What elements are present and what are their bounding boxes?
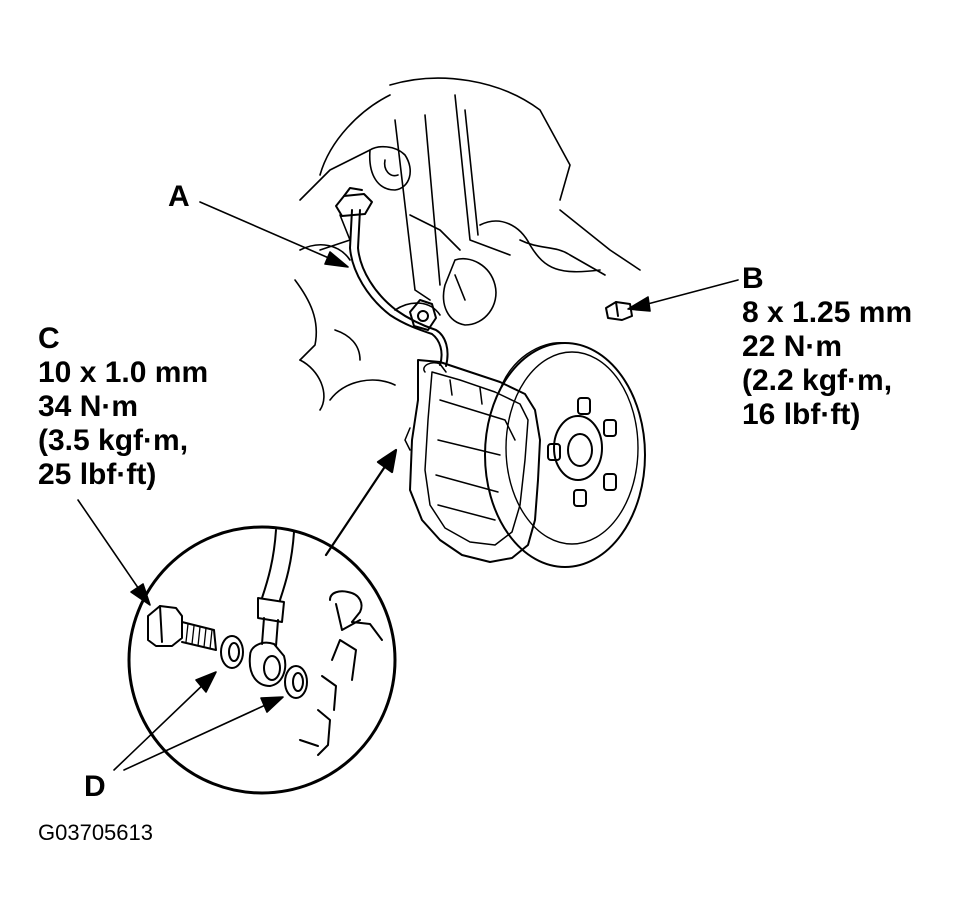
leader-to-detail	[324, 448, 398, 557]
callout-b-thread-spec: 8 x 1.25 mm	[742, 296, 913, 329]
figure-code: G03705613	[38, 820, 153, 845]
leader-a	[199, 201, 349, 268]
callout-c-torque-nm: 34 N·m	[38, 390, 139, 423]
callout-a-label: A	[168, 180, 190, 213]
callout-c-block: C 10 x 1.0 mm 34 N·m (3.5 kgf·m, 25 lbf·…	[38, 322, 208, 492]
callout-b-torque-lbf: 16 lbf·ft)	[742, 398, 861, 431]
detail-circle	[127, 525, 397, 795]
hose-banjo-fitting	[248, 529, 295, 687]
brake-rotor	[484, 342, 646, 568]
brake-caliper	[404, 359, 541, 563]
callout-d-label: D	[84, 770, 106, 803]
banjo-bolt	[147, 605, 217, 651]
sealing-washer	[284, 665, 308, 699]
callout-c-torque-kgf: (3.5 kgf·m,	[38, 424, 189, 457]
callout-c-letter: C	[38, 322, 60, 355]
wheel-stud	[577, 397, 591, 415]
callout-c-torque-lbf: 25 lbf·ft)	[38, 458, 157, 491]
callout-c-thread-spec: 10 x 1.0 mm	[38, 356, 209, 389]
brake-hose	[335, 187, 449, 367]
callout-b-torque-nm: 22 N·m	[742, 330, 843, 363]
wheel-stud	[573, 489, 587, 507]
bolt-b	[605, 301, 633, 321]
callout-b-letter: B	[742, 262, 764, 295]
wheel-stud	[603, 419, 617, 437]
suspension-structure	[294, 77, 641, 411]
leader-d	[113, 671, 284, 771]
caliper-detail	[299, 590, 383, 756]
wheel-stud	[547, 443, 561, 461]
wheel-stud	[603, 473, 617, 491]
callout-b-torque-kgf: (2.2 kgf·m,	[742, 364, 893, 397]
leader-c	[77, 499, 151, 606]
sealing-washer	[220, 635, 244, 669]
leader-b	[627, 279, 739, 312]
callout-b-block: B 8 x 1.25 mm 22 N·m (2.2 kgf·m, 16 lbf·…	[742, 262, 912, 432]
